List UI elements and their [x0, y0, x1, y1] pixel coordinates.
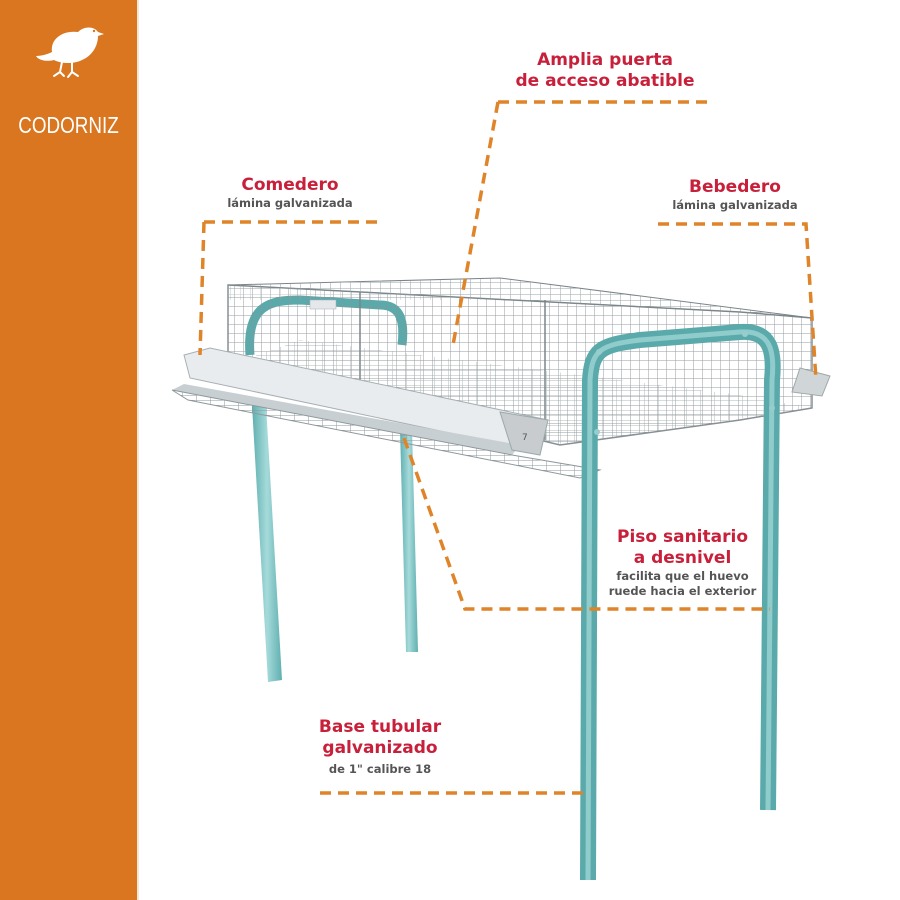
feeder-trough: 7 — [171, 347, 602, 479]
callout-base-title-2: galvanizado — [322, 738, 438, 758]
quail-cage-illustration: 7 — [171, 100, 831, 881]
callout-base-subtitle: de 1" calibre 18 — [328, 762, 432, 776]
callout-floor-subtitle-1: facilita que el huevo — [616, 569, 749, 583]
leader-lines — [198, 100, 818, 795]
callout-feeder-title: Comedero — [241, 175, 339, 195]
callout-waterer-title: Bebedero — [689, 177, 781, 197]
callout-door: Amplia puerta de acceso abatible — [500, 50, 710, 92]
callout-door-title-1: Amplia puerta — [537, 50, 673, 70]
quail-icon — [36, 27, 104, 78]
svg-text:7: 7 — [522, 433, 528, 443]
back-legs — [252, 405, 418, 682]
callout-floor-subtitle-2: ruede hacia el exterior — [608, 584, 757, 598]
callout-waterer: Bebedero lámina galvanizada — [645, 177, 825, 213]
callout-feeder: Comedero lámina galvanizada — [200, 175, 380, 211]
callout-door-title-2: de acceso abatible — [515, 71, 695, 91]
category-label: CODORNIZ — [18, 112, 119, 138]
sidebar-divider — [137, 0, 139, 900]
category-sidebar: CODORNIZ — [0, 0, 137, 900]
callout-floor-title-1: Piso sanitario — [616, 527, 748, 547]
front-stand — [580, 323, 781, 881]
callout-feeder-subtitle: lámina galvanizada — [227, 196, 353, 210]
callout-waterer-subtitle: lámina galvanizada — [672, 198, 798, 212]
callout-floor: Piso sanitario a desnivel facilita que e… — [590, 527, 775, 599]
callout-base: Base tubular galvanizado de 1" calibre 1… — [300, 717, 460, 777]
cage-body — [227, 277, 813, 446]
callout-floor-title-2: a desnivel — [633, 548, 732, 568]
callout-base-title-1: Base tubular — [318, 717, 442, 737]
